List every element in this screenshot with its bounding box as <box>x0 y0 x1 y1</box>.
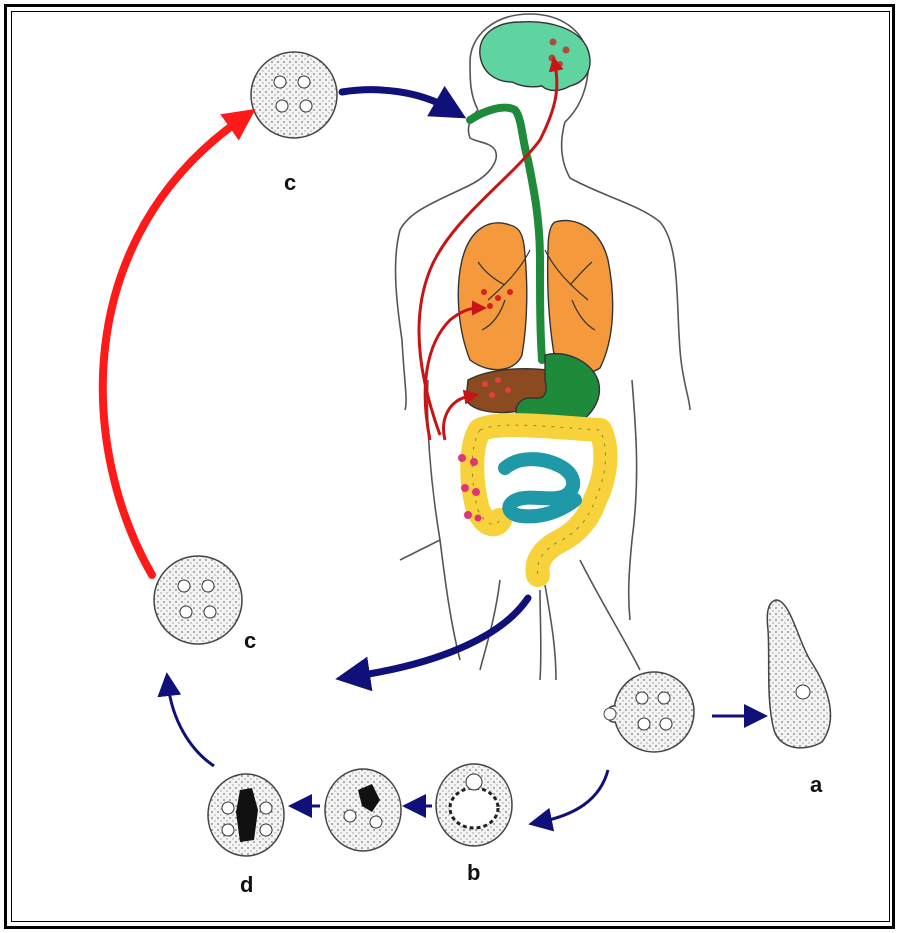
excysting-cyst <box>604 672 694 752</box>
brain <box>480 22 590 91</box>
excretion-arrow <box>356 598 528 676</box>
label-a: a <box>810 772 823 797</box>
human-body <box>396 14 690 680</box>
cyst-immature <box>325 769 401 851</box>
small-intestine <box>505 459 575 516</box>
transmission-arrow <box>103 120 240 575</box>
cyst-b <box>436 764 512 846</box>
label-b: b <box>467 860 480 885</box>
cyst-d <box>208 774 284 856</box>
cyst-c-top <box>251 52 337 138</box>
ingestion-arrow <box>342 90 448 108</box>
cyst-c-middle <box>154 556 242 644</box>
label-d: d <box>240 872 253 897</box>
arrow-d-to-c <box>168 684 214 766</box>
lung-right <box>548 221 613 375</box>
arrow-to-cyst-b <box>540 770 608 822</box>
label-c-middle: c <box>244 628 256 653</box>
trophozoite-a <box>767 600 830 748</box>
label-c-top: c <box>284 170 296 195</box>
